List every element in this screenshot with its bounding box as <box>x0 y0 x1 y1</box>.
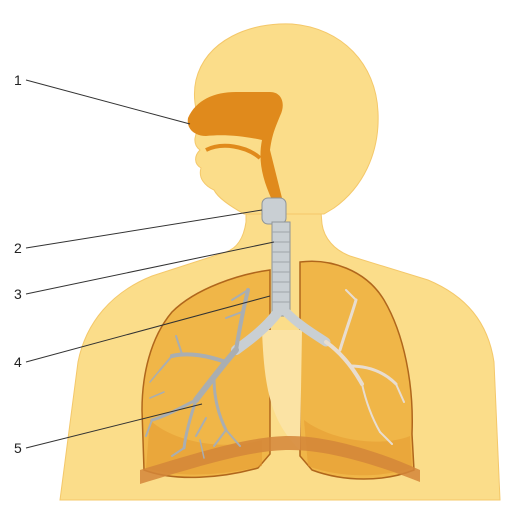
callout-number-1: 1 <box>14 72 22 88</box>
leader-line-1 <box>26 80 190 124</box>
callout-number-2: 2 <box>14 240 22 256</box>
larynx <box>262 198 286 224</box>
callout-numbers: 1 2 3 4 5 <box>14 72 22 456</box>
callout-number-4: 4 <box>14 354 22 370</box>
callout-number-5: 5 <box>14 440 22 456</box>
leader-line-2 <box>26 210 262 248</box>
callout-number-3: 3 <box>14 286 22 302</box>
